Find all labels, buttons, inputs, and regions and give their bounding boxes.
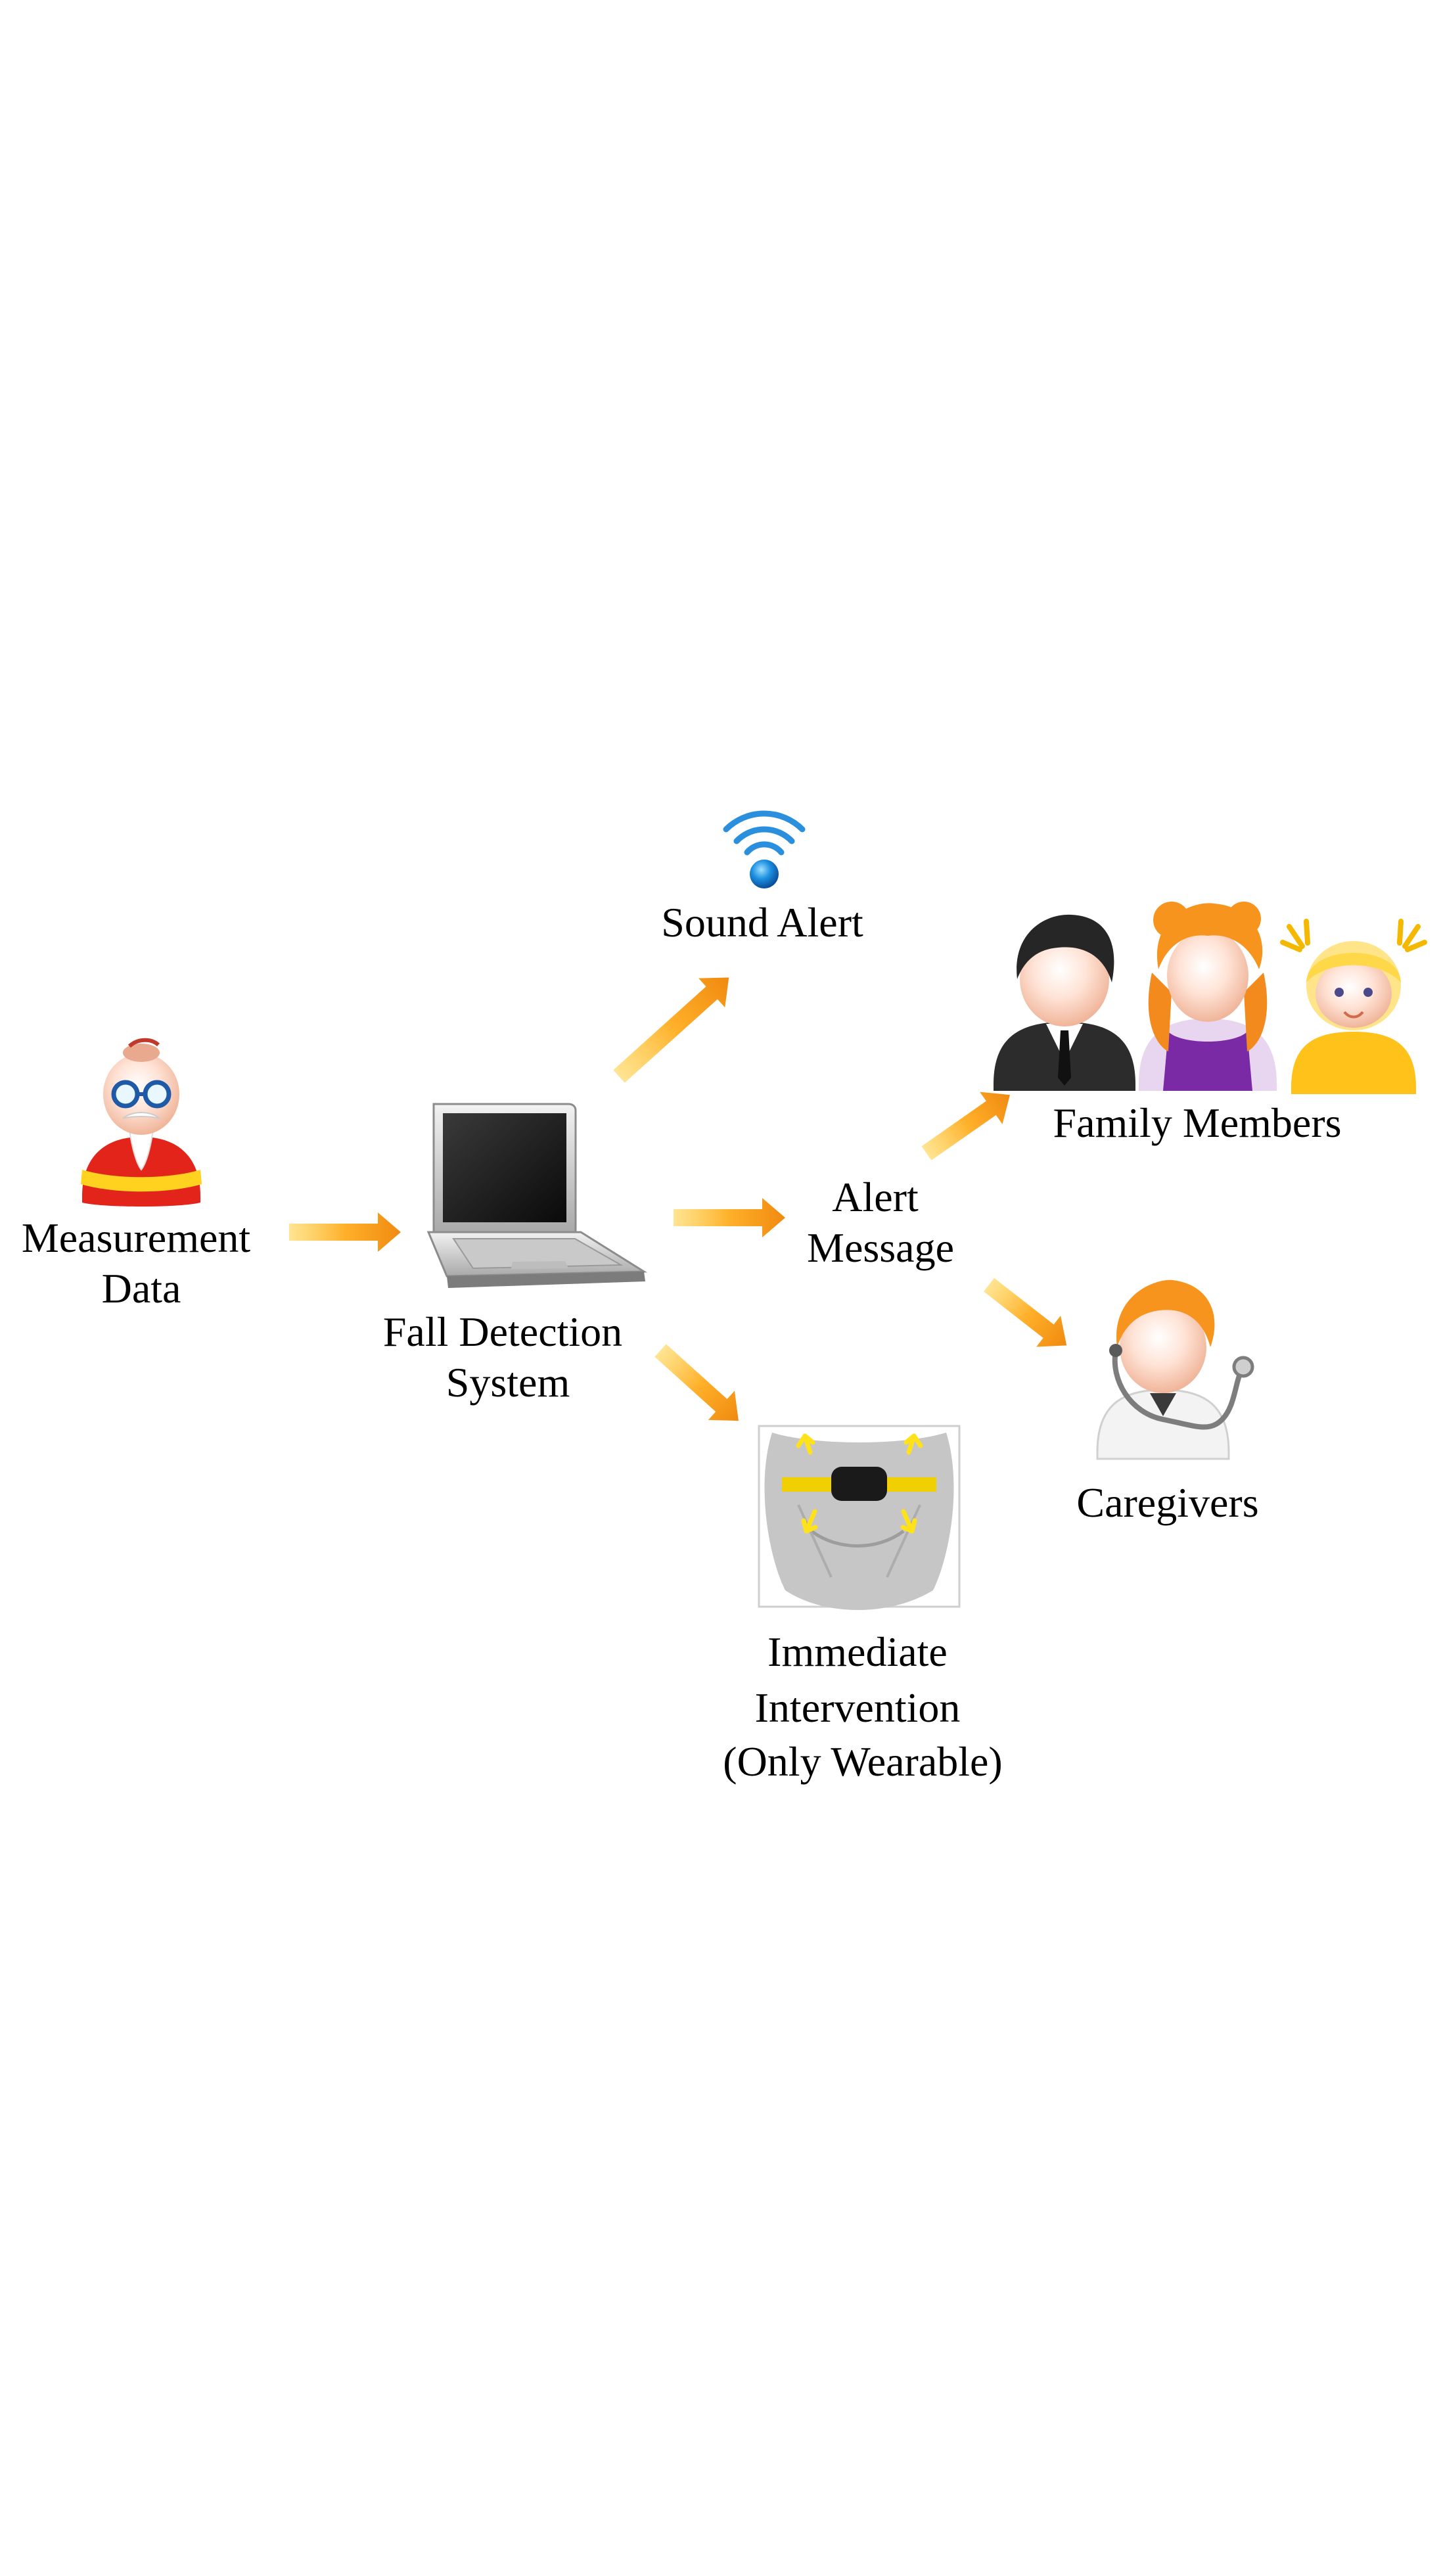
fall-detection-system-label: Fall Detection System [383, 1308, 633, 1406]
girl-figure [1280, 919, 1427, 1094]
arrow-alert-to-family [921, 1092, 1010, 1161]
arrow-measurement-to-system [289, 1212, 401, 1252]
arrow-system-to-sound-alert [613, 977, 729, 1083]
family-people-icon [994, 902, 1427, 1094]
arrow-system-to-alert-message [674, 1198, 785, 1237]
man-figure [994, 914, 1135, 1091]
immediate-intervention-label: Immediate Intervention (Only Wearable) [723, 1628, 1002, 1785]
family-members-label: Family Members [1053, 1099, 1341, 1146]
woman-figure [1139, 902, 1277, 1091]
sound-alert-label: Sound Alert [661, 899, 863, 946]
wireless-signal-icon [723, 810, 806, 888]
alert-message-label: Alert Message [807, 1174, 954, 1271]
arrow-alert-to-caregivers [983, 1277, 1067, 1347]
caregiver-doctor-icon [1096, 1279, 1254, 1460]
arrow-system-to-intervention [654, 1344, 739, 1421]
caregivers-label: Caregivers [1076, 1479, 1258, 1526]
laptop-icon [426, 1103, 648, 1288]
elderly-person-icon [81, 1038, 202, 1207]
wearable-airbag-icon [758, 1425, 961, 1610]
measurement-data-label: Measurement Data [22, 1214, 261, 1312]
